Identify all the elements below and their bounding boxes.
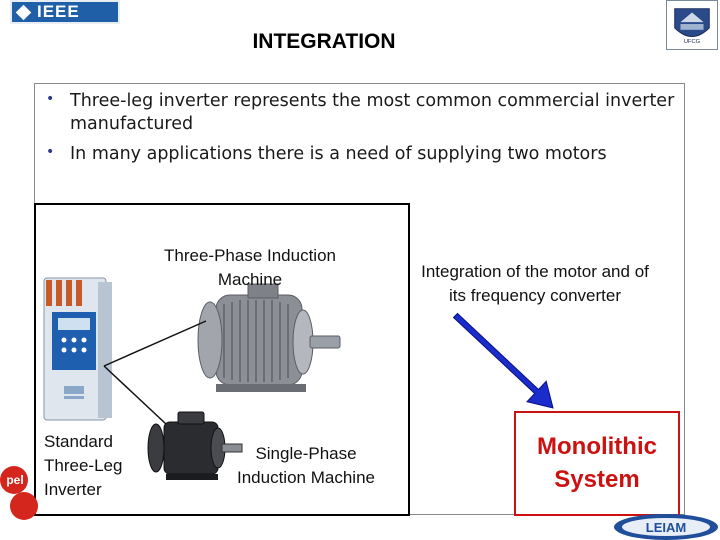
three-phase-motor-icon <box>197 283 341 392</box>
single-phase-motor-icon <box>147 411 243 480</box>
lepam-logo: LEIAM <box>614 514 718 540</box>
inverter-drive-icon <box>43 277 112 421</box>
three-phase-machine-label: Three-Phase Induction Machine <box>164 246 336 290</box>
single-phase-machine-label: Single-Phase Induction Machine <box>237 444 375 488</box>
ieee-logo-text: IEEE <box>37 2 80 21</box>
bullet-item: • In many applications there is a need o… <box>44 143 680 166</box>
ieee-logo: IEEE <box>10 0 120 24</box>
integration-label: Integration of the motor and of its freq… <box>421 262 649 306</box>
slide-title: INTEGRATION <box>252 30 396 53</box>
connection-line <box>103 365 167 425</box>
bullet-text: Three-leg inverter represents the most c… <box>70 91 675 135</box>
monolithic-system-label: Monolithic System <box>537 433 657 493</box>
monolithic-system-box: Monolithic System <box>514 411 680 516</box>
connection-line <box>103 320 207 367</box>
pel-logo: pel <box>0 466 38 520</box>
bullet-dot-icon: • <box>46 143 55 160</box>
arrow-icon <box>452 312 554 409</box>
standard-inverter-label: Standard Three-Leg Inverter <box>44 432 123 500</box>
bullet-item: • Three-leg inverter represents the most… <box>44 90 680 137</box>
ufcg-logo-text: UFCG <box>684 39 701 45</box>
lepam-logo-text: LEIAM <box>646 520 686 535</box>
ufcg-logo: UFCG <box>666 0 718 50</box>
bullet-text: In many applications there is a need of … <box>70 143 607 164</box>
pel-logo-text: pel <box>6 473 23 487</box>
bullet-dot-icon: • <box>46 91 55 107</box>
bullet-list: • Three-leg inverter represents the most… <box>44 90 680 172</box>
